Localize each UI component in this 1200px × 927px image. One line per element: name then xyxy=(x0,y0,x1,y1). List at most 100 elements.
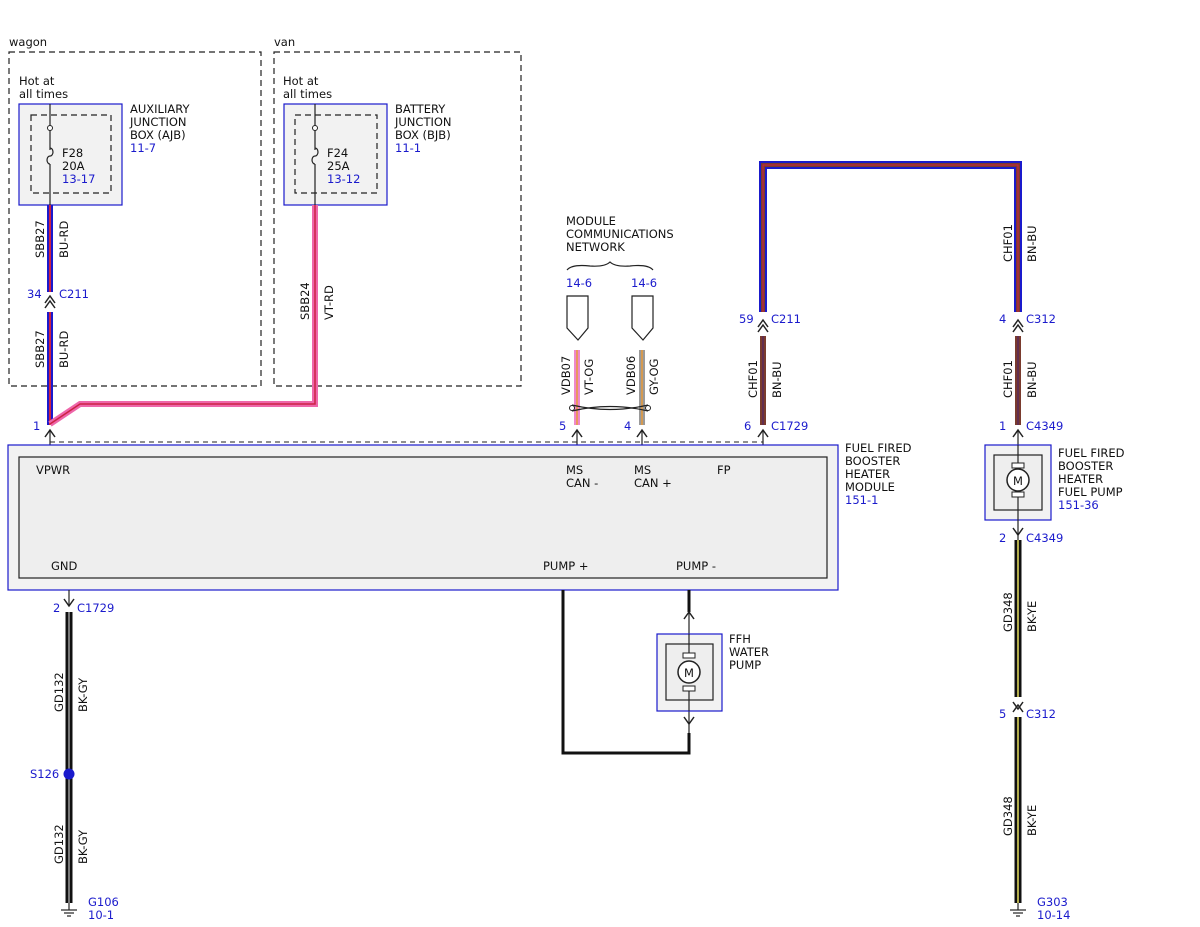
fuel-pump-name-4: FUEL PUMP xyxy=(1058,485,1123,499)
gd348-b-color: BK-YE xyxy=(1025,805,1039,836)
water-pump-name-2: WATER xyxy=(729,645,769,659)
gd348-a-circuit: GD348 xyxy=(1001,592,1015,632)
fuel-pump-name-1: FUEL FIRED xyxy=(1058,446,1125,460)
vdb06-circuit: VDB06 xyxy=(624,356,638,395)
wire-sbb24 xyxy=(48,205,318,427)
connector-c1729-gnd xyxy=(63,590,75,608)
c1729-can-hi-pin: 4 xyxy=(624,419,631,433)
ajb-name-1: AUXILIARY xyxy=(130,102,190,116)
c4349-b-label: C4349 xyxy=(1026,531,1063,545)
splice-s126 xyxy=(63,768,75,780)
chf01-c-color: BN-BU xyxy=(1025,361,1039,398)
sbb27-top-circuit: SBB27 xyxy=(33,220,47,258)
bjb-ref: 11-1 xyxy=(395,141,421,155)
splice-label: S126 xyxy=(30,767,59,781)
mcn-ref-a: 14-6 xyxy=(566,276,592,290)
c312-b-pin: 5 xyxy=(999,707,1006,721)
connector-c312-b xyxy=(1012,701,1024,713)
water-pump-name-1: FFH xyxy=(729,632,751,646)
gd132-b-color: BK-GY xyxy=(76,829,90,864)
c312-a-pin: 4 xyxy=(999,312,1006,326)
fuse-icon xyxy=(311,147,319,165)
fuel-pump-motor-symbol: M xyxy=(1013,474,1023,488)
c4349-a-label: C4349 xyxy=(1026,419,1063,433)
module-gnd-label: GND xyxy=(51,559,78,573)
sbb27-bot-color: BU-RD xyxy=(57,331,71,368)
c4349-b-pin: 2 xyxy=(999,531,1006,545)
bjb-name-3: BOX (BJB) xyxy=(395,128,451,142)
module-name-3: HEATER xyxy=(845,467,890,481)
network-brace xyxy=(566,261,654,271)
ajb-hot-label-2: all times xyxy=(19,87,68,101)
sbb24-circuit: SBB24 xyxy=(298,282,312,320)
module-ms1-label: MS xyxy=(566,463,583,477)
vdb06-color: GY-OG xyxy=(647,359,661,395)
fuel-pump-name-2: BOOSTER xyxy=(1058,459,1113,473)
ajb-fuse-id: F28 xyxy=(62,146,83,160)
ground-icon xyxy=(1010,903,1026,917)
network-pointer-icon xyxy=(566,295,589,341)
water-pump-motor-symbol: M xyxy=(684,666,694,680)
mcn-line-2: COMMUNICATIONS xyxy=(566,227,674,241)
ajb-fuse-ref: 13-17 xyxy=(62,172,95,186)
ajb-name-3: BOX (AJB) xyxy=(130,128,186,142)
van-label: van xyxy=(274,35,295,49)
auxiliary-junction-box: Hot at all times F28 20A 13-17 AUXILIARY… xyxy=(18,74,190,206)
battery-junction-box: Hot at all times F24 25A 13-12 BATTERY J… xyxy=(283,74,452,206)
gd132-a-color: BK-GY xyxy=(76,677,90,712)
g303-ref: 10-14 xyxy=(1037,908,1070,922)
bjb-hot-label: Hot at xyxy=(283,74,319,88)
fuel-pump: M FUEL FIRED BOOSTER HEATER FUEL PUMP 15… xyxy=(984,444,1125,521)
bjb-name-2: JUNCTION xyxy=(394,115,452,129)
module-fp-label: FP xyxy=(717,463,731,477)
ffh-water-pump: M FFH WATER PUMP xyxy=(656,632,769,712)
module-can-lo-label: CAN - xyxy=(566,476,598,490)
bjb-name-1: BATTERY xyxy=(395,102,446,116)
water-pump-name-3: PUMP xyxy=(729,658,761,672)
chf01-a-circuit: CHF01 xyxy=(1001,224,1015,262)
sbb27-top-color: BU-RD xyxy=(57,221,71,258)
c312-b-label: C312 xyxy=(1026,707,1056,721)
bjb-fuse-id: F24 xyxy=(327,146,348,160)
mcn-ref-b: 14-6 xyxy=(631,276,657,290)
module-name-4: MODULE xyxy=(845,480,895,494)
chf01-c-circuit: CHF01 xyxy=(1001,360,1015,398)
ajb-fuse-amps: 20A xyxy=(62,159,85,173)
c312-a-label: C312 xyxy=(1026,312,1056,326)
motor-icon xyxy=(1006,468,1030,492)
van-region xyxy=(273,51,522,387)
c211-a-label: C211 xyxy=(59,287,89,301)
bjb-fuse-ref: 13-12 xyxy=(327,172,360,186)
mcn-line-3: NETWORK xyxy=(566,240,625,254)
sbb27-bot-circuit: SBB27 xyxy=(33,330,47,368)
module-can-hi-label: CAN + xyxy=(634,476,672,490)
module-ref: 151-1 xyxy=(845,493,878,507)
bjb-fuse-amps: 25A xyxy=(327,159,350,173)
network-pointer-icon xyxy=(631,295,654,341)
c1729-vpwr-pin: 1 xyxy=(33,419,40,433)
ajb-ref: 11-7 xyxy=(130,141,156,155)
chf01-b-circuit: CHF01 xyxy=(746,360,760,398)
g106-label: G106 xyxy=(88,895,119,909)
vdb07-circuit: VDB07 xyxy=(559,356,573,395)
ajb-hot-label: Hot at xyxy=(19,74,55,88)
module-vpwr-label: VPWR xyxy=(36,463,70,477)
ajb-name-2: JUNCTION xyxy=(129,115,187,129)
fuel-pump-ref: 151-36 xyxy=(1058,498,1099,512)
module-name-1: FUEL FIRED xyxy=(845,441,912,455)
ground-icon xyxy=(61,903,77,917)
motor-icon xyxy=(677,660,701,684)
c1729-fp-label: C1729 xyxy=(771,419,808,433)
connector-c211-b xyxy=(757,318,769,333)
fuse-icon xyxy=(46,147,54,165)
wire-chf01 xyxy=(759,161,1022,425)
chf01-a-color: BN-BU xyxy=(1025,225,1039,262)
chf01-b-color: BN-BU xyxy=(770,361,784,398)
wagon-region xyxy=(8,51,262,387)
module-ms2-label: MS xyxy=(634,463,651,477)
c4349-a-pin: 1 xyxy=(999,419,1006,433)
c1729-gnd-pin: 2 xyxy=(53,601,60,615)
fuel-pump-name-3: HEATER xyxy=(1058,472,1103,486)
c1729-fp-pin: 6 xyxy=(744,419,751,433)
